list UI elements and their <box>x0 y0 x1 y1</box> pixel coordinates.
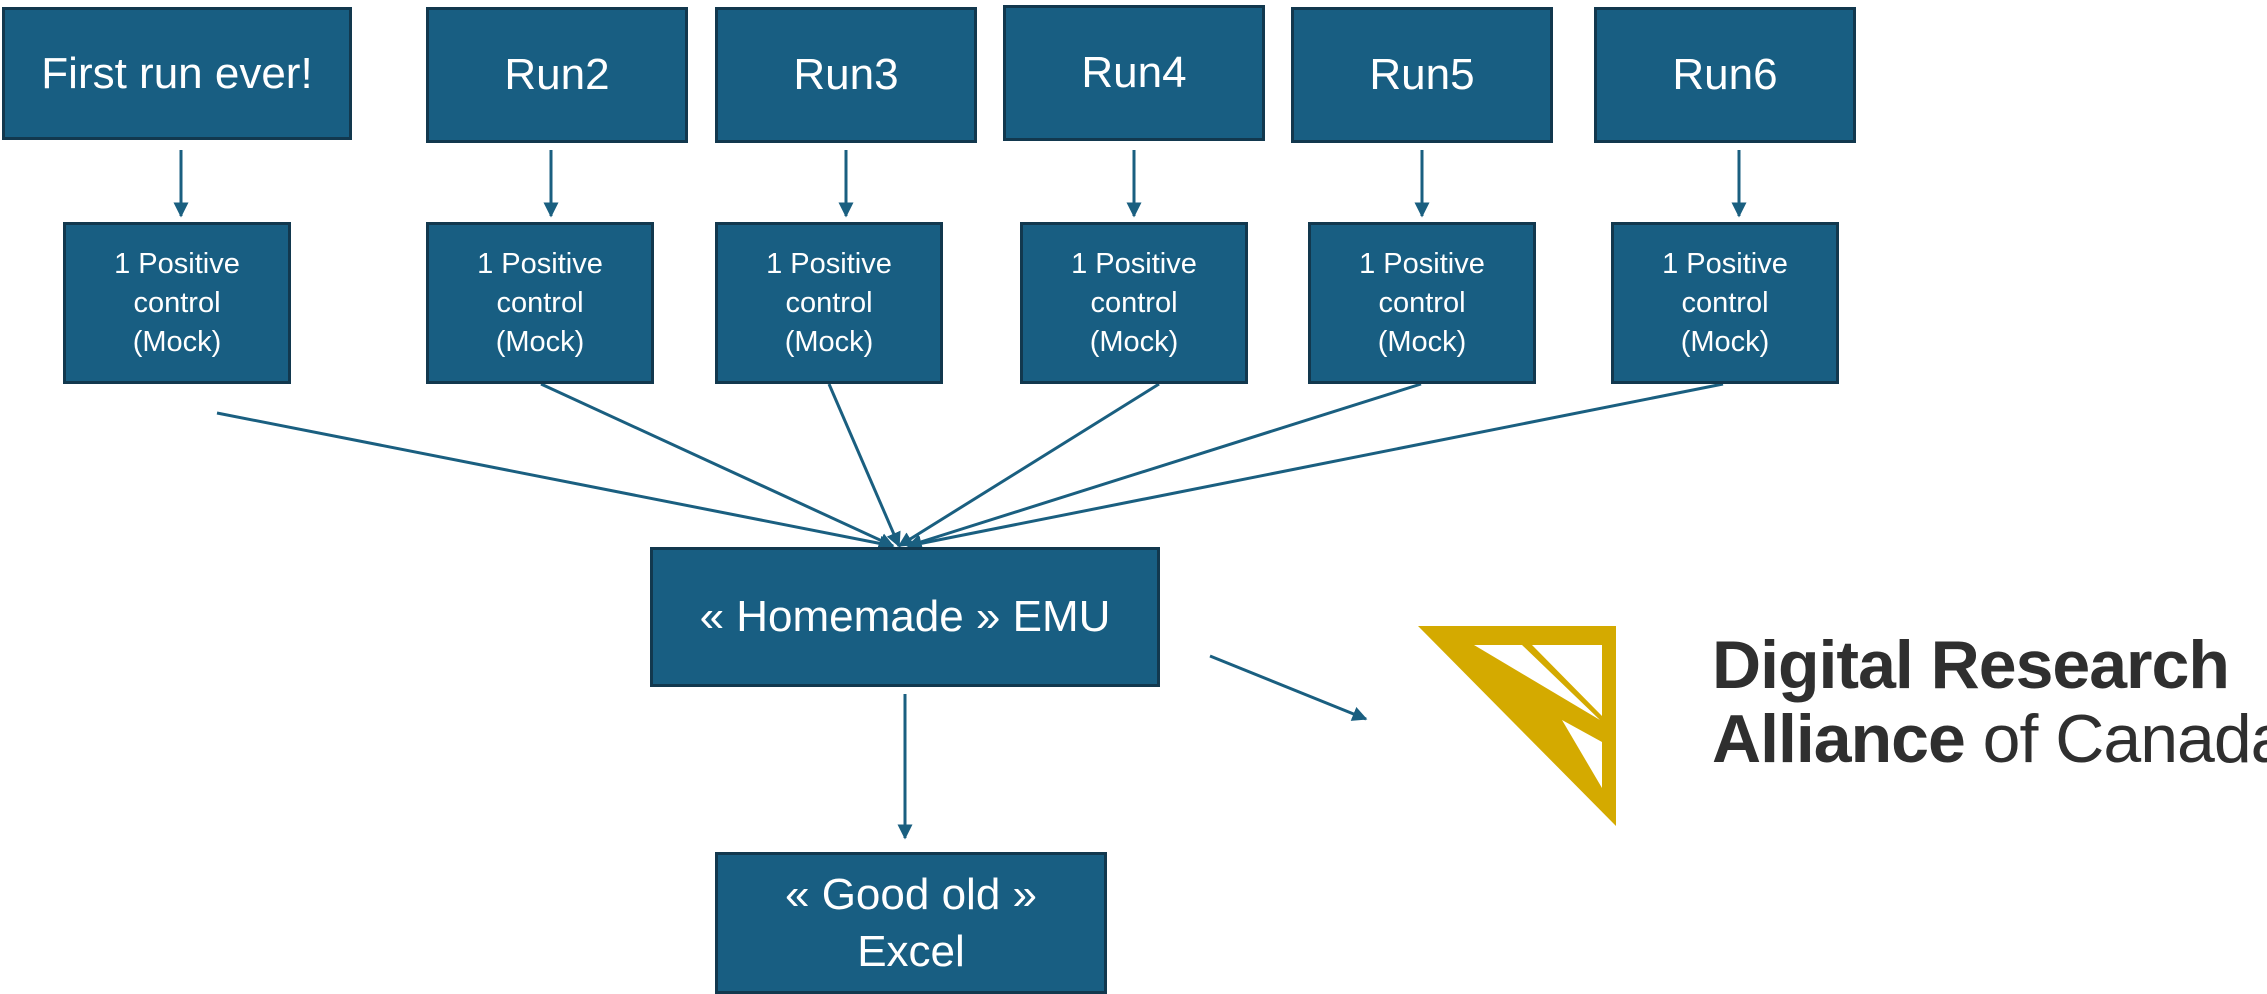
run-label: Run6 <box>1672 50 1778 99</box>
positive-control-box-6: 1 Positive control (Mock) <box>1611 222 1839 384</box>
control-line-3: (Mock) <box>132 325 222 358</box>
control-line-2: control <box>133 286 221 319</box>
run-box-5: Run5 <box>1291 7 1553 143</box>
control-line-2: control <box>785 286 873 319</box>
run-label: Run2 <box>504 50 610 99</box>
logo-line-1: Digital Research <box>1712 627 2230 703</box>
logo-line-2-light: of Canada <box>1964 701 2267 777</box>
excel-line-2: Excel <box>857 927 965 976</box>
excel-box: « Good old » Excel <box>715 852 1107 994</box>
control-line-1: 1 Positive <box>114 247 240 280</box>
control-line-1: 1 Positive <box>477 247 603 280</box>
control-line-2: control <box>1090 286 1178 319</box>
arrow-control3-to-emu <box>827 383 901 548</box>
arrow-control2-to-emu <box>540 382 895 548</box>
run-box-3: Run3 <box>715 7 977 143</box>
control-line-3: (Mock) <box>495 325 585 358</box>
emu-label: « Homemade » EMU <box>699 592 1111 641</box>
arrow-control4-to-emu <box>897 382 1160 548</box>
run-label: Run3 <box>793 50 899 99</box>
control-line-1: 1 Positive <box>1359 247 1485 280</box>
logo-line-2: Alliance of Canada <box>1712 702 2267 776</box>
control-line-1: 1 Positive <box>1662 247 1788 280</box>
homemade-emu-box: « Homemade » EMU <box>650 547 1160 687</box>
alliance-logo-mark <box>1418 626 1616 826</box>
excel-line-1: « Good old » <box>785 870 1037 919</box>
arrow-control1-to-emu <box>216 411 895 551</box>
control-line-3: (Mock) <box>1680 325 1770 358</box>
run-label: Run4 <box>1081 48 1187 97</box>
run-box-1: First run ever! <box>2 7 352 140</box>
run-box-4: Run4 <box>1003 5 1265 141</box>
positive-control-box-1: 1 Positive control (Mock) <box>63 222 291 384</box>
control-line-1: 1 Positive <box>1071 247 1197 280</box>
control-line-3: (Mock) <box>1089 325 1179 358</box>
run-label: Run5 <box>1369 50 1475 99</box>
run-label: First run ever! <box>41 48 313 98</box>
positive-control-box-3: 1 Positive control (Mock) <box>715 222 943 384</box>
control-line-2: control <box>1378 286 1466 319</box>
positive-control-box-5: 1 Positive control (Mock) <box>1308 222 1536 384</box>
control-line-2: control <box>1681 286 1769 319</box>
run-box-2: Run2 <box>426 7 688 143</box>
arrow-control6-to-emu <box>906 382 1724 551</box>
control-line-3: (Mock) <box>1377 325 1467 358</box>
run-box-6: Run6 <box>1594 7 1856 143</box>
alliance-logo-text: Digital Research Alliance of Canada <box>1712 628 2267 776</box>
control-line-1: 1 Positive <box>766 247 892 280</box>
positive-control-box-2: 1 Positive control (Mock) <box>426 222 654 384</box>
arrow-control5-to-emu <box>906 382 1422 550</box>
control-line-2: control <box>496 286 584 319</box>
control-line-3: (Mock) <box>784 325 874 358</box>
logo-line-2-bold: Alliance <box>1712 701 1966 777</box>
arrow-emu-to-logo <box>1209 654 1368 721</box>
positive-control-box-4: 1 Positive control (Mock) <box>1020 222 1248 384</box>
